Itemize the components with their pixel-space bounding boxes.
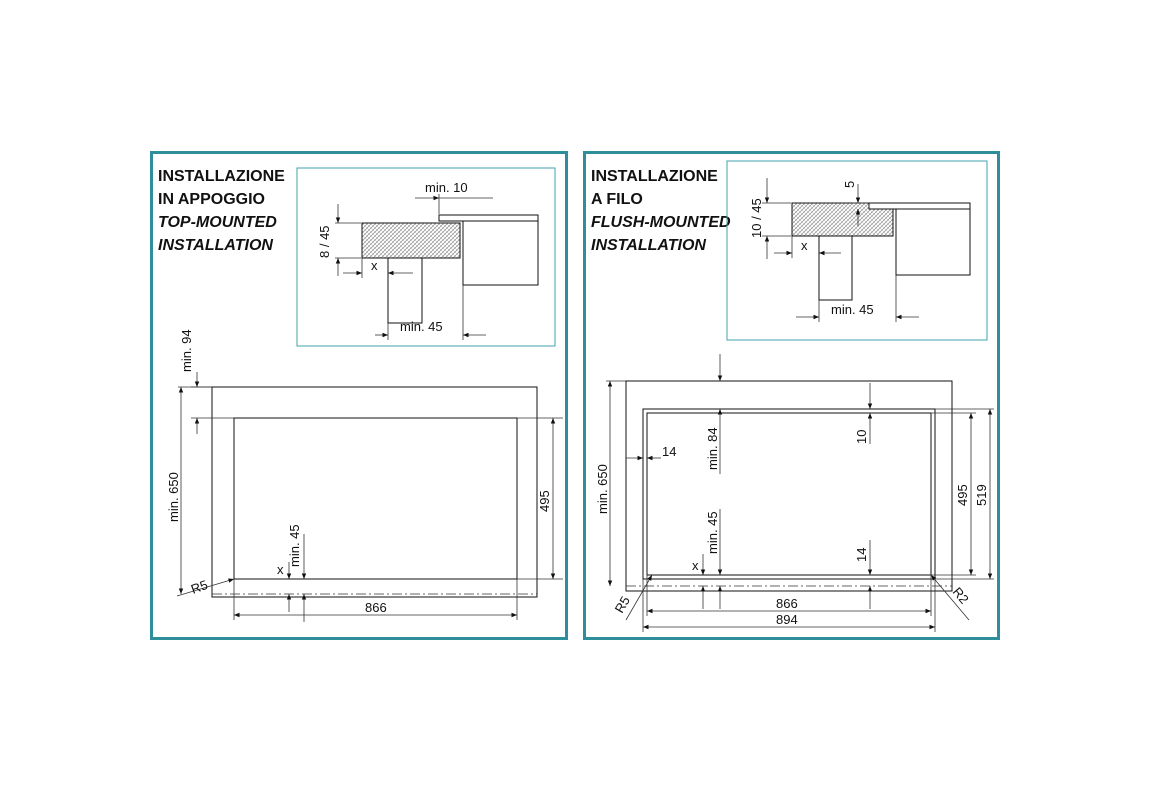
heading-it-line1: INSTALLAZIONE [158, 168, 285, 185]
dim-495: 495 [955, 484, 970, 506]
dim-min10: min. 10 [425, 180, 468, 195]
dim-894: 894 [776, 612, 798, 627]
flush-mounted-heading: INSTALLAZIONE A FILO FLUSH-MOUNTED INSTA… [591, 165, 731, 257]
dim-min84: min. 84 [705, 427, 720, 470]
dim-5: 5 [842, 181, 857, 188]
top-mounted-drawing: min. 10 8 / 45 x min. 45 [166, 167, 563, 622]
top-mounted-heading: INSTALLAZIONE IN APPOGGIO TOP-MOUNTED IN… [158, 165, 285, 257]
dim-10-45: 10 / 45 [749, 198, 764, 238]
dim-min45: min. 45 [287, 524, 302, 567]
dim-r5: R5 [612, 594, 633, 616]
flush-mounted-drawing: 5 10 / 45 x min. 45 [595, 160, 994, 632]
hob-glass [438, 214, 539, 222]
dim-10: 10 [854, 430, 869, 444]
plan-view: min. 94 min. 650 495 min. 45 x R5 [166, 329, 563, 622]
dim-x-inset: x [801, 238, 808, 253]
heading-en-line1: FLUSH-MOUNTED [591, 214, 731, 231]
heading-it-line2: IN APPOGGIO [158, 191, 265, 208]
hob-body [895, 208, 971, 276]
cabinet-wall [387, 257, 423, 324]
heading-en-line1: TOP-MOUNTED [158, 214, 277, 231]
dim-495: 495 [537, 490, 552, 512]
dim-min650: min. 650 [166, 472, 181, 522]
dim-866: 866 [365, 600, 387, 615]
heading-it-line1: INSTALLAZIONE [591, 168, 718, 185]
hob-outline [625, 380, 953, 592]
inset-frame [726, 160, 988, 341]
dim-r2: R2 [950, 584, 972, 606]
cutout-outer [642, 408, 936, 580]
dim-min650: min. 650 [595, 464, 610, 514]
dim-14-bottom: 14 [854, 548, 869, 562]
top-mounted-panel: INSTALLAZIONE IN APPOGGIO TOP-MOUNTED IN… [150, 151, 568, 640]
section-detail-inset: min. 10 8 / 45 x min. 45 [296, 167, 556, 347]
dim-8-45: 8 / 45 [317, 225, 332, 258]
dim-min45-inset: min. 45 [400, 319, 443, 334]
section-detail-inset: 5 10 / 45 x min. 45 [726, 160, 988, 341]
flush-mounted-panel: INSTALLAZIONE A FILO FLUSH-MOUNTED INSTA… [583, 151, 1000, 640]
heading-it-line2: A FILO [591, 191, 643, 208]
hob-outline [211, 386, 538, 598]
dim-min94: min. 94 [179, 329, 194, 372]
dim-x: x [277, 562, 284, 577]
hob-body [462, 220, 539, 286]
worktop-section [791, 202, 894, 237]
inset-frame [296, 167, 556, 347]
dim-x-inset: x [371, 258, 378, 273]
worktop-section [361, 222, 461, 259]
heading-en-line2: INSTALLATION [158, 237, 273, 254]
hob-glass [868, 202, 971, 210]
plan-view: min. 650 14 min. 84 10 495 519 [595, 354, 994, 632]
dim-r5: R5 [189, 577, 210, 597]
heading-en-line2: INSTALLATION [591, 237, 706, 254]
cutout-inner [646, 412, 932, 576]
dim-min45-inset: min. 45 [831, 302, 874, 317]
dim-min45: min. 45 [705, 511, 720, 554]
dim-14-left: 14 [662, 444, 676, 459]
cabinet-wall [818, 235, 853, 301]
dim-519: 519 [974, 484, 989, 506]
dim-866: 866 [776, 596, 798, 611]
dim-x: x [692, 558, 699, 573]
cutout-outline [233, 417, 518, 580]
